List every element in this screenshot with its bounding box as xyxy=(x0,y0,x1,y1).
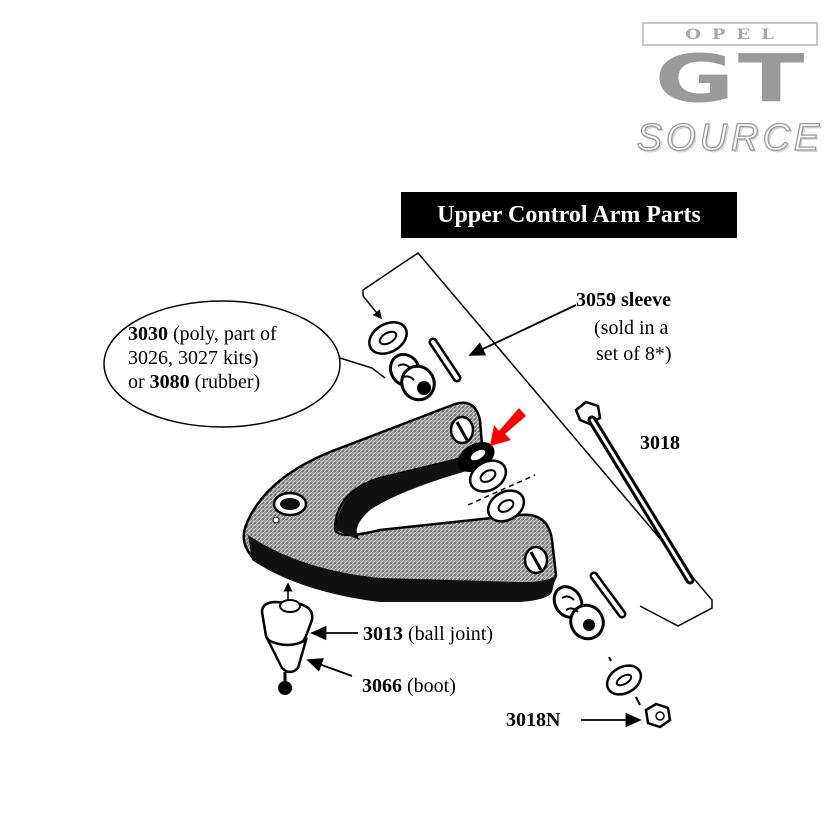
bushing-label: 3030 (poly, part of 3026, 3027 kits) or … xyxy=(128,323,277,393)
ball-joint-icon xyxy=(260,582,314,695)
bushing-callout-bubble xyxy=(103,300,388,428)
sleeve-part-number: 3059 xyxy=(576,289,616,311)
logo-gt-text: GT xyxy=(654,40,810,118)
bolt-part-number: 3018 xyxy=(640,432,680,454)
nut-label: 3018N xyxy=(506,708,560,732)
boot-part-number: 3066 xyxy=(362,675,402,697)
sleeve-note-line1: (sold in a xyxy=(594,317,669,339)
ball-joint-part-number: 3013 xyxy=(363,623,403,645)
washer-icon xyxy=(486,489,526,523)
bolt-icon xyxy=(574,400,695,585)
bushing-icon xyxy=(388,352,436,402)
ball-joint-label: 3013 (ball joint) xyxy=(363,623,493,645)
control-arm-icon xyxy=(242,401,558,602)
nut-part-number: 3018N xyxy=(506,709,561,731)
sleeve-icon xyxy=(589,571,627,619)
logo-opel-text: OPEL xyxy=(685,25,785,43)
logo-source-text: SOURCE xyxy=(636,117,824,159)
bolt-label: 3018 xyxy=(640,431,680,455)
washer-icon xyxy=(368,321,408,355)
sleeve-pointer-arrow xyxy=(468,304,577,356)
opel-badge: OPEL xyxy=(642,22,818,46)
centerline xyxy=(467,474,536,506)
boot-label: 3066 (boot) xyxy=(362,675,456,697)
boot-pointer-arrow xyxy=(306,658,353,677)
nut-icon xyxy=(644,702,672,729)
opel-gt-source-logo: OPEL GT SOURCE xyxy=(630,18,830,159)
red-arrow-icon xyxy=(490,408,526,446)
bushing-icon xyxy=(552,585,605,641)
washer-icon xyxy=(605,656,643,706)
washer-icon xyxy=(468,459,508,493)
assembly-bracket-line xyxy=(362,252,713,627)
diagram-title: Upper Control Arm Parts xyxy=(401,192,737,238)
rubber-bushing-part-number: 3080 xyxy=(149,371,190,393)
bushing-part-number: 3030 xyxy=(128,323,168,345)
sleeve-icon xyxy=(428,337,462,383)
sleeve-label: 3059 sleeve xyxy=(576,289,671,311)
sleeve-note-line2: set of 8*) xyxy=(596,343,672,365)
